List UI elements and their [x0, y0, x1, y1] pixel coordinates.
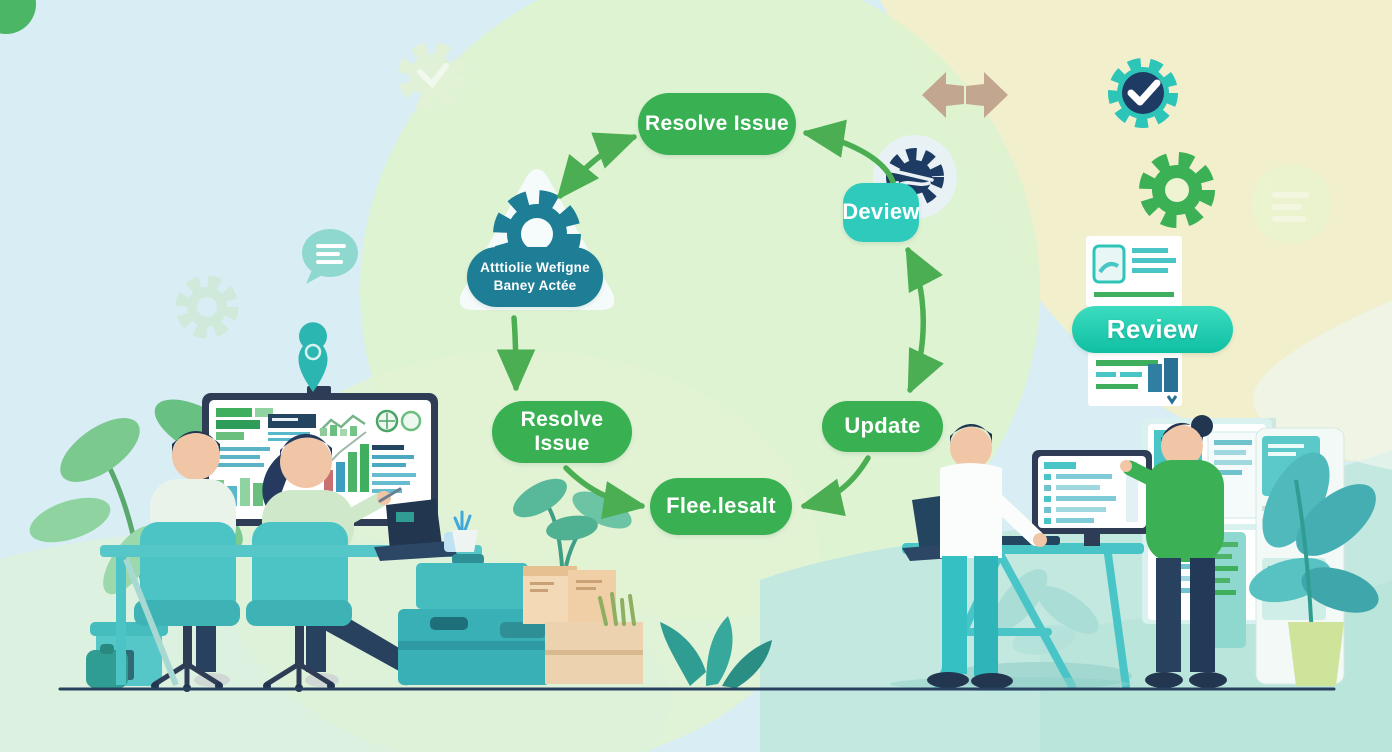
review-doc-card-top — [1086, 236, 1182, 307]
laptop-left — [374, 499, 458, 561]
node-review: Review — [1072, 306, 1233, 353]
node-resolve-issue-left-line1: Resolve — [520, 408, 604, 432]
tan-arrows-icon — [922, 72, 1008, 118]
person-standing-man — [927, 423, 1047, 689]
desk-plant-pot — [452, 510, 478, 552]
gear-caption-line1: Atttiolie Wefigne — [480, 260, 590, 276]
node-update: Update — [822, 401, 943, 452]
node-resolve-issue-top-label: Resolve Issue — [645, 112, 789, 136]
node-resolve-issue-left: Resolve Issue — [492, 401, 632, 463]
arrow-resolve-left-to-flee — [563, 465, 642, 506]
node-flee-lesalt: Flee.lesalt — [650, 478, 792, 535]
green-gear-icon — [1139, 152, 1215, 228]
dashboard-widgets — [214, 408, 422, 506]
pointer-pen — [378, 487, 402, 503]
teal-crates — [398, 554, 550, 685]
faint-bubble-icon — [1251, 164, 1331, 244]
hub-gear-icon — [493, 190, 581, 278]
node-update-label: Update — [844, 413, 921, 439]
list-monitor — [1032, 450, 1152, 546]
arrow-deview-to-resolve-top — [806, 133, 896, 185]
node-deview: Deview — [842, 183, 920, 242]
node-deview-label: Deview — [842, 199, 920, 225]
gear-caption-line2: Baney Actée — [493, 278, 577, 293]
node-resolve-issue-top: Resolve Issue — [638, 93, 796, 155]
arrow-gear-to-resolve-top — [560, 137, 634, 196]
review-doc-card-bottom — [1088, 352, 1182, 406]
faint-gear-check-icon — [398, 42, 466, 110]
arrow-gear-to-resolve-left — [514, 315, 516, 391]
location-pin-icon — [298, 322, 328, 392]
person-standing-woman — [1120, 415, 1227, 688]
sticks-in-box — [598, 592, 636, 626]
cardboard-boxes — [523, 566, 643, 684]
pale-gear-icon — [175, 275, 239, 339]
check-gear-icon — [1108, 58, 1178, 128]
arrow-update-to-flee — [804, 455, 871, 506]
node-flee-lesalt-label: Flee.lesalt — [666, 493, 776, 519]
node-resolve-issue-left-line2: Issue — [534, 432, 590, 455]
node-gear-caption: Atttiolie Wefigne Baney Actée — [467, 247, 603, 307]
corner-circle — [0, 0, 36, 34]
speech-bubble-icon — [302, 229, 358, 284]
background-yellow-blob — [880, 0, 1392, 461]
arrow-deview-update — [905, 250, 923, 390]
node-review-label: Review — [1106, 313, 1199, 344]
plant-dark-teal — [660, 616, 772, 688]
plant-right — [1249, 452, 1379, 686]
